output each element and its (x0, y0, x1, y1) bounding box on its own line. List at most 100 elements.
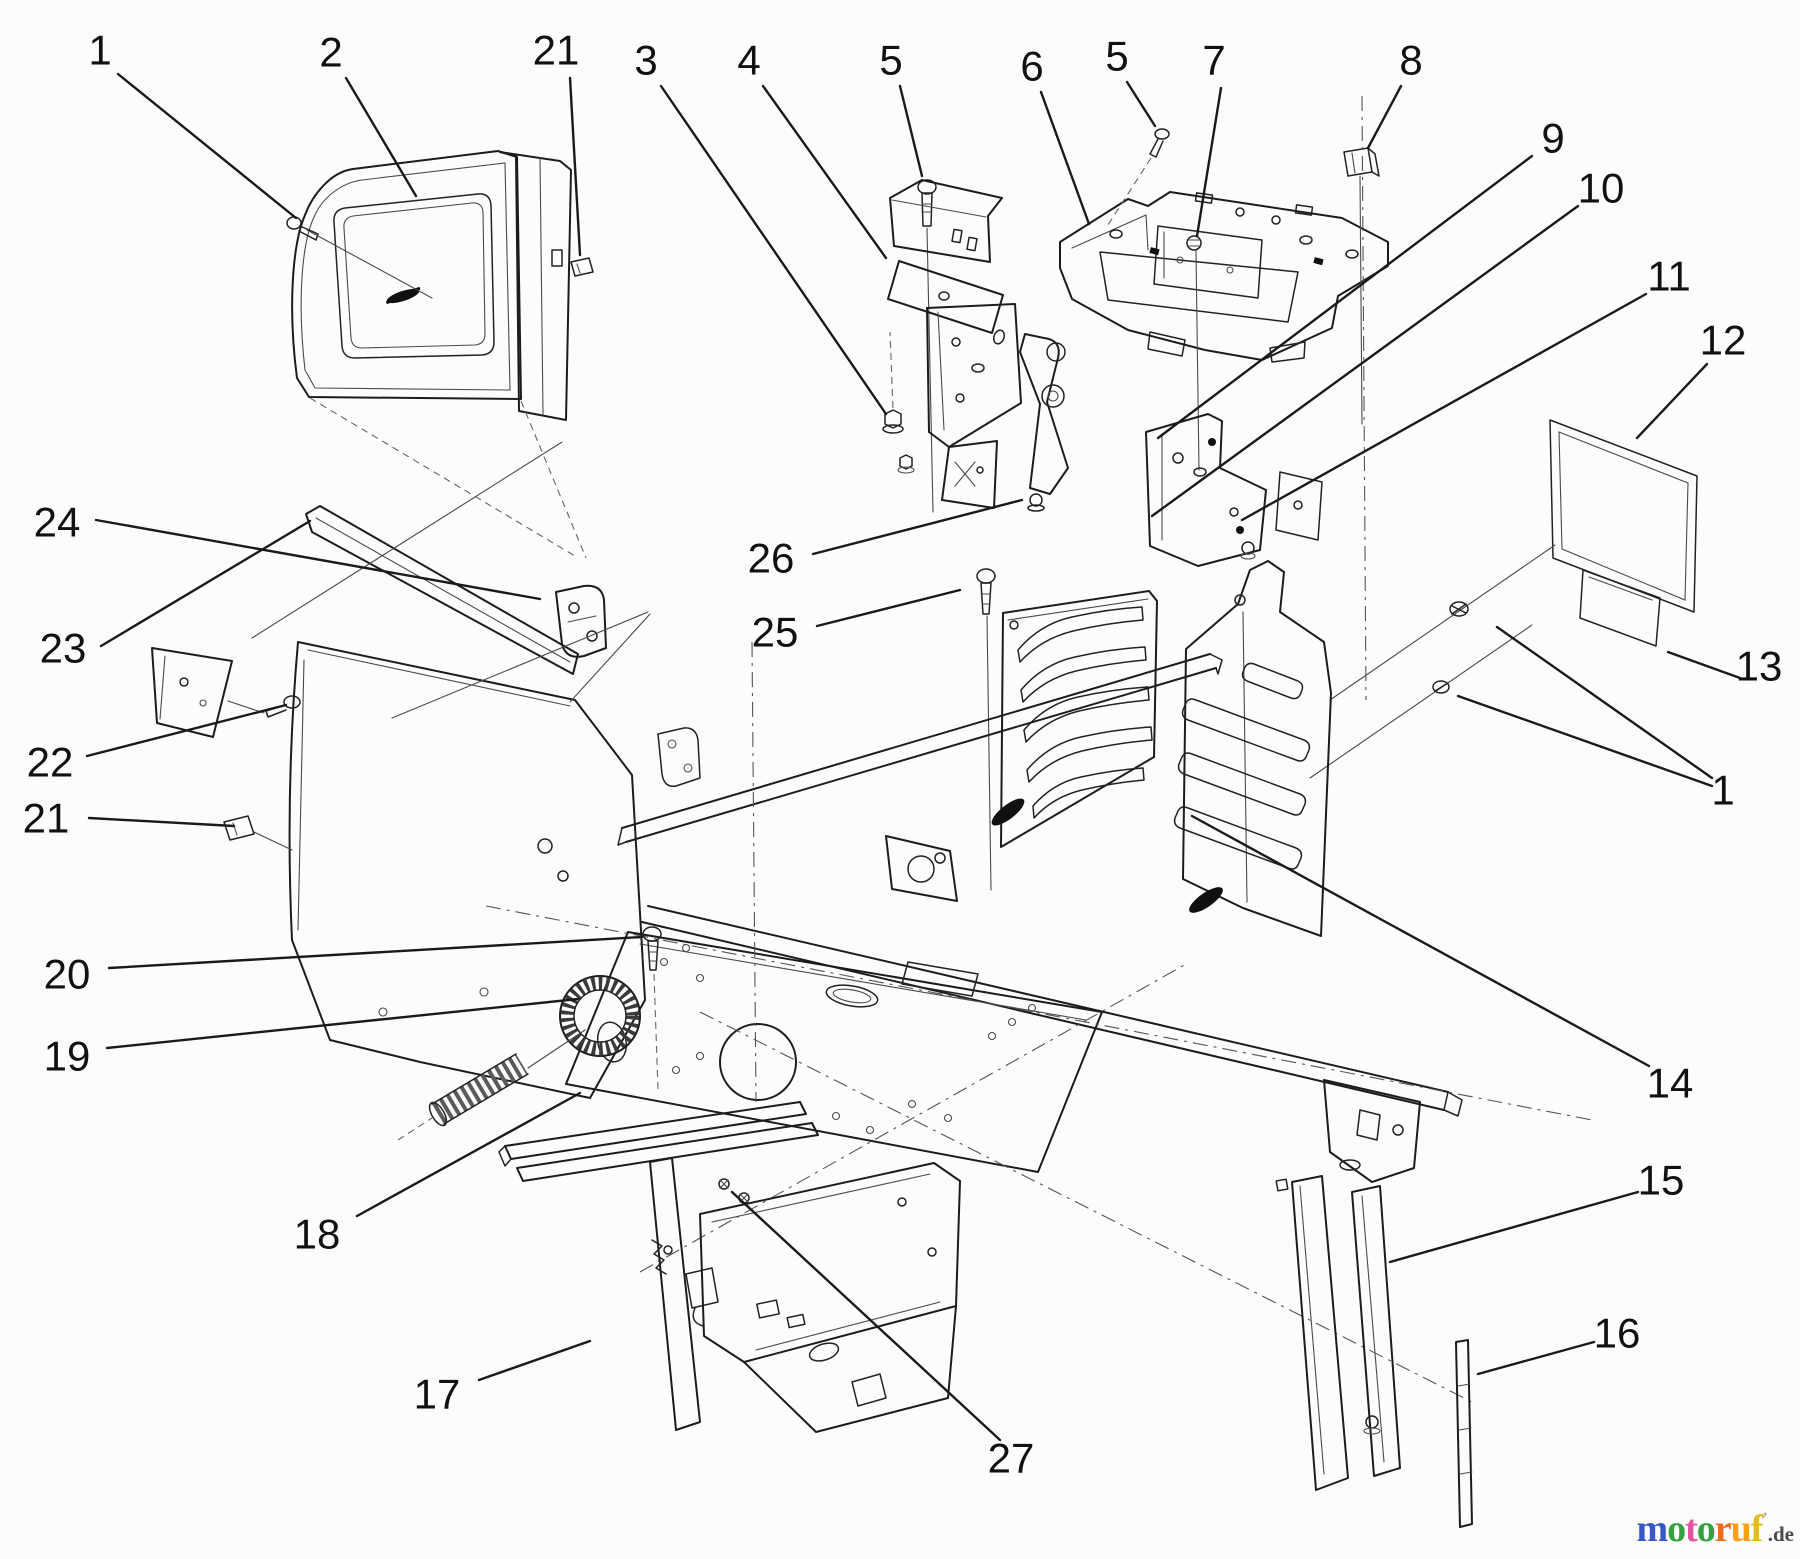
callout-27: 27 (988, 1435, 1035, 1482)
hood-window-panel (291, 150, 587, 559)
leader-line-17 (477, 1339, 592, 1382)
callout-10: 10 (1578, 165, 1625, 212)
callout-15: 15 (1638, 1157, 1685, 1204)
panel-screw-20 (642, 926, 662, 1091)
seal-strip-15 (1275, 1175, 1401, 1491)
leader-line-26 (811, 498, 1024, 556)
leader-line-14 (1190, 814, 1651, 1068)
callout-16: 16 (1594, 1310, 1641, 1357)
panel-screw-1 (286, 216, 433, 299)
leader-line-25 (815, 588, 962, 628)
watermark-letter: o (1667, 1508, 1686, 1550)
tray-bolt-5b (1105, 128, 1170, 229)
shoulder-screws-1 (1309, 544, 1556, 779)
leader-line-1 (116, 72, 298, 220)
leader-line-24 (94, 518, 542, 601)
callout-26: 26 (748, 535, 795, 582)
watermark-letter: u (1730, 1508, 1752, 1550)
headlight-panel-18 (251, 441, 651, 1099)
callout-7: 7 (1202, 37, 1225, 84)
callout-1: 1 (88, 27, 111, 74)
leader-line-21 (87, 816, 236, 828)
callout-1: 1 (1711, 767, 1734, 814)
watermark-word: motoruf (1636, 1508, 1764, 1550)
small-nut (897, 454, 915, 474)
decal-plate-12 (1549, 419, 1698, 613)
callout-13: 13 (1736, 643, 1783, 690)
leader-line-16 (1476, 1340, 1596, 1376)
leader-line-13 (1666, 650, 1742, 680)
flange-bolt-26 (1027, 493, 1045, 512)
callout-17: 17 (414, 1371, 461, 1418)
leader-line-6 (1039, 90, 1091, 226)
callout-21: 21 (23, 795, 70, 842)
callout-11: 11 (1647, 253, 1691, 300)
leader-line-10 (1150, 204, 1580, 518)
flange-nut-3 (882, 331, 904, 434)
leader-line-9 (1156, 154, 1534, 440)
leader-line-1 (1495, 625, 1714, 780)
hood-bolt-25 (976, 568, 996, 891)
floor-screws-27 (718, 1178, 750, 1204)
hood-latch-24b (657, 727, 701, 787)
leader-line-27 (730, 1190, 1002, 1442)
callout-2: 2 (319, 29, 342, 76)
callout-20: 20 (44, 951, 91, 998)
watermark-logo: motoruf’.de (1636, 1507, 1794, 1551)
screw-22 (227, 695, 301, 718)
leader-line-23 (99, 519, 312, 648)
dash-bracket-assembly (887, 179, 1069, 513)
watermark-letter: f (1750, 1508, 1764, 1550)
callout-9: 9 (1541, 115, 1564, 162)
frame-assembly (485, 95, 1593, 1403)
leader-line-12 (1635, 362, 1709, 440)
callout-18: 18 (294, 1211, 341, 1258)
callout-23: 23 (40, 625, 87, 672)
callout-19: 19 (44, 1033, 91, 1080)
callout-4: 4 (737, 37, 760, 84)
leader-line-5 (1125, 80, 1157, 128)
louver-panel-left (991, 590, 1158, 848)
leader-line-20 (107, 935, 644, 970)
hinge-bracket (1145, 413, 1323, 567)
leader-line-8 (1366, 84, 1403, 150)
tray-bolt-7 (1186, 235, 1202, 471)
leader-line-1 (1456, 694, 1714, 788)
leader-line-18 (355, 1091, 582, 1218)
callout-8: 8 (1399, 37, 1422, 84)
watermark-tick: ’ (1762, 1510, 1768, 1527)
callout-6: 6 (1020, 43, 1043, 90)
leader-line-3 (659, 84, 888, 416)
flag-bracket-22 (151, 647, 233, 738)
callout-5: 5 (879, 37, 902, 84)
seal-strip-16 (1455, 1339, 1473, 1528)
watermark-letter: o (1696, 1508, 1716, 1550)
leader-line-5 (898, 84, 924, 178)
watermark-letter: r (1714, 1508, 1732, 1550)
callout-3: 3 (634, 37, 657, 84)
battery-tray (1059, 191, 1389, 363)
watermark-letter: m (1636, 1508, 1668, 1550)
callout-25: 25 (752, 609, 799, 656)
callout-12: 12 (1700, 317, 1747, 364)
square-clip-8 (1343, 147, 1380, 425)
leader-line-4 (761, 84, 888, 260)
decal-plate-13 (1579, 569, 1661, 647)
push-clip-21-left (223, 815, 293, 851)
callout-5: 5 (1105, 33, 1128, 80)
spring-19 (397, 1029, 586, 1141)
callout-24: 24 (34, 499, 81, 546)
leader-line-11 (1240, 292, 1648, 522)
callout-22: 22 (27, 739, 74, 786)
lower-support-assembly (498, 1101, 961, 1433)
leader-line-15 (1388, 1190, 1640, 1264)
callout-14: 14 (1647, 1060, 1694, 1107)
leader-line-7 (1195, 86, 1223, 238)
hood-latch-24 (555, 584, 607, 658)
watermark-suffix: .de (1767, 1522, 1794, 1546)
leader-line-19 (105, 997, 580, 1050)
trim-strip-23 (305, 505, 579, 675)
